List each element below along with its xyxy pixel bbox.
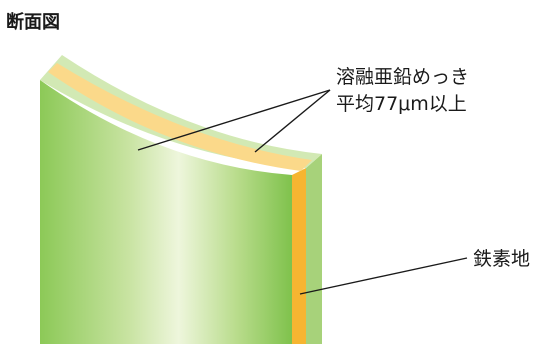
top-surface-outer-layer: [40, 55, 322, 168]
diagram-title: 断面図: [6, 11, 60, 33]
side-edge-orange: [292, 168, 306, 344]
base-material-label: 鉄素地: [473, 248, 530, 270]
coating-label-line2: 平均77μm以上: [336, 93, 467, 115]
leader-line-coating-1: [137, 89, 331, 151]
zinc-coating-layer: [48, 63, 312, 171]
steel-base-body: [40, 80, 292, 344]
leader-line-coating-2: [254, 89, 331, 153]
side-edge-green: [306, 154, 322, 344]
coating-label-line1: 溶融亜鉛めっき: [336, 66, 469, 88]
leader-line-base: [299, 257, 468, 295]
